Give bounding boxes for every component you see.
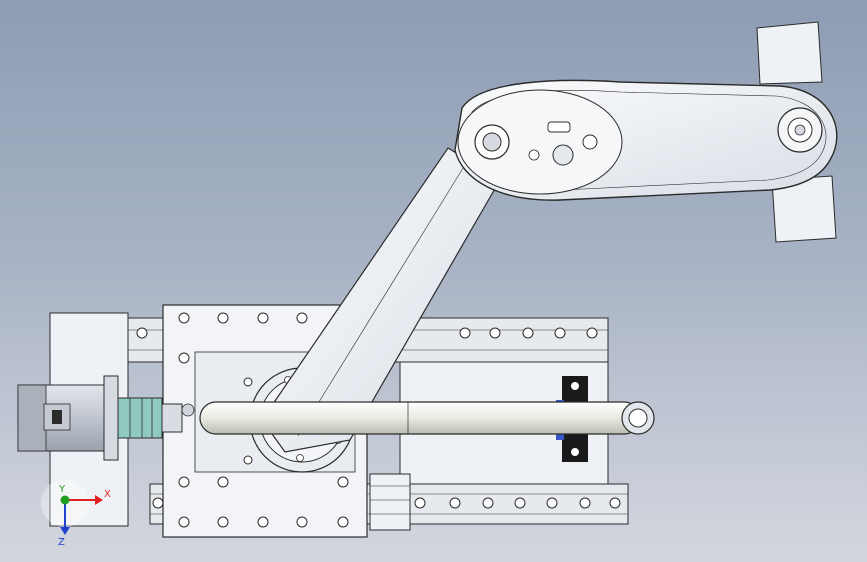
coupling — [117, 397, 183, 439]
ball-screw-rod — [181, 401, 655, 435]
triad-x-label: X — [104, 489, 111, 500]
triad-y-label: Y — [58, 484, 66, 495]
coordinate-triad: X Y Z — [41, 479, 111, 548]
upper-arm — [454, 79, 838, 201]
servo-motor — [17, 375, 119, 461]
triad-z-label: Z — [58, 537, 65, 548]
linear-block — [369, 473, 411, 531]
end-effector-plate — [756, 21, 837, 243]
rail-bolts — [136, 327, 621, 509]
